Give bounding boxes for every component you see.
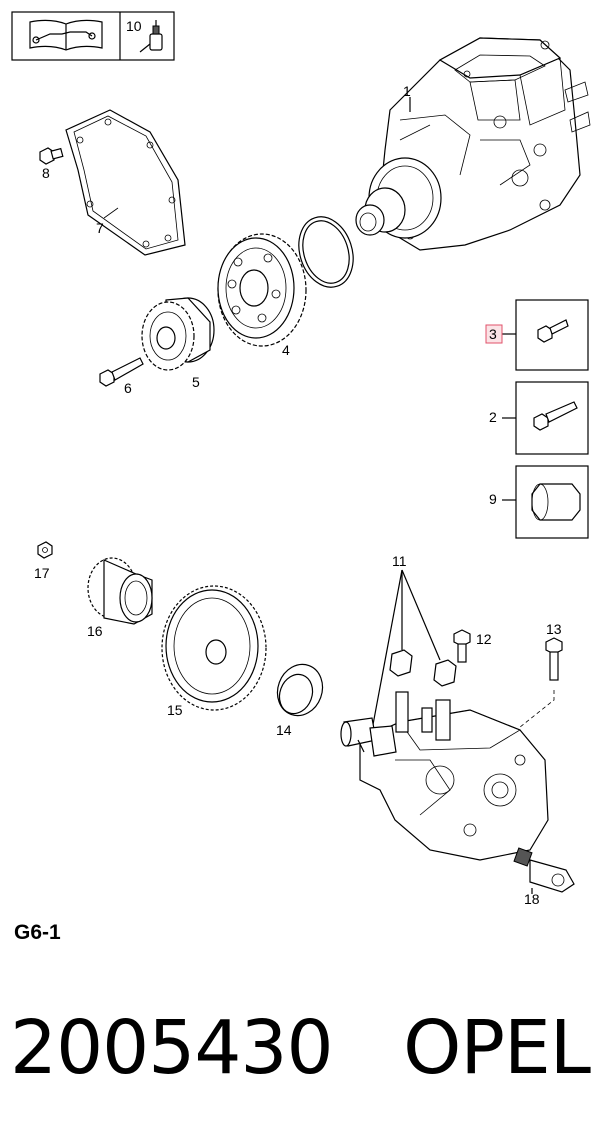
brand-name: OPEL bbox=[403, 1005, 591, 1091]
short-bolt-icon bbox=[537, 319, 569, 343]
callout-12: 12 bbox=[476, 631, 492, 647]
bolt-part-12 bbox=[453, 629, 471, 663]
callout-17: 17 bbox=[34, 565, 50, 581]
callout-1: 1 bbox=[403, 83, 411, 99]
highlight-callout-3 bbox=[485, 324, 503, 344]
diagram-group-code: G6-1 bbox=[14, 921, 61, 944]
callout-5: 5 bbox=[192, 374, 200, 390]
detail-box-2[interactable] bbox=[502, 381, 589, 455]
o-ring bbox=[298, 216, 354, 288]
callout-18: 18 bbox=[524, 891, 540, 907]
sealant-tube-icon bbox=[139, 20, 163, 53]
callout-3: 3 bbox=[489, 326, 497, 342]
reference-number: 10 bbox=[126, 18, 142, 34]
callout-2: 2 bbox=[489, 409, 497, 425]
nut-part-17 bbox=[37, 541, 53, 559]
sprocket-part-4 bbox=[217, 233, 307, 347]
part-number: 2005430 bbox=[10, 1005, 334, 1091]
callout-16: 16 bbox=[87, 623, 103, 639]
callout-13: 13 bbox=[546, 621, 562, 637]
book-wrench-icon bbox=[29, 19, 103, 51]
callout-8: 8 bbox=[42, 165, 50, 181]
detail-box-3[interactable] bbox=[502, 299, 589, 371]
gasket-plate-part-7 bbox=[65, 109, 186, 256]
seal-ring-part-14 bbox=[276, 663, 324, 717]
long-bolt-part-6 bbox=[99, 357, 144, 387]
flange-bolt-icon bbox=[533, 401, 578, 431]
injection-pump-part-1 bbox=[355, 37, 591, 251]
header-icon-box: 10 bbox=[11, 11, 175, 61]
solenoid-part-18 bbox=[513, 847, 575, 894]
callout-9: 9 bbox=[489, 491, 497, 507]
hub-sprocket-part-5 bbox=[141, 297, 215, 371]
callout-15: 15 bbox=[167, 702, 183, 718]
callout-11: 11 bbox=[392, 553, 407, 569]
callout-14: 14 bbox=[276, 722, 292, 738]
large-gear-part-15 bbox=[161, 585, 267, 711]
small-bolt-part-8 bbox=[39, 147, 64, 165]
detail-box-9[interactable] bbox=[502, 465, 589, 539]
small-gear-part-16 bbox=[87, 557, 153, 625]
callout-7: 7 bbox=[96, 220, 104, 236]
callout-6: 6 bbox=[124, 380, 132, 396]
injection-pump-assembly-bottom bbox=[340, 691, 549, 861]
caps-part-11 bbox=[371, 569, 457, 731]
bushing-icon bbox=[531, 483, 581, 521]
footer-banner: 2005430 OPEL bbox=[10, 1002, 591, 1094]
callout-4: 4 bbox=[282, 342, 290, 358]
